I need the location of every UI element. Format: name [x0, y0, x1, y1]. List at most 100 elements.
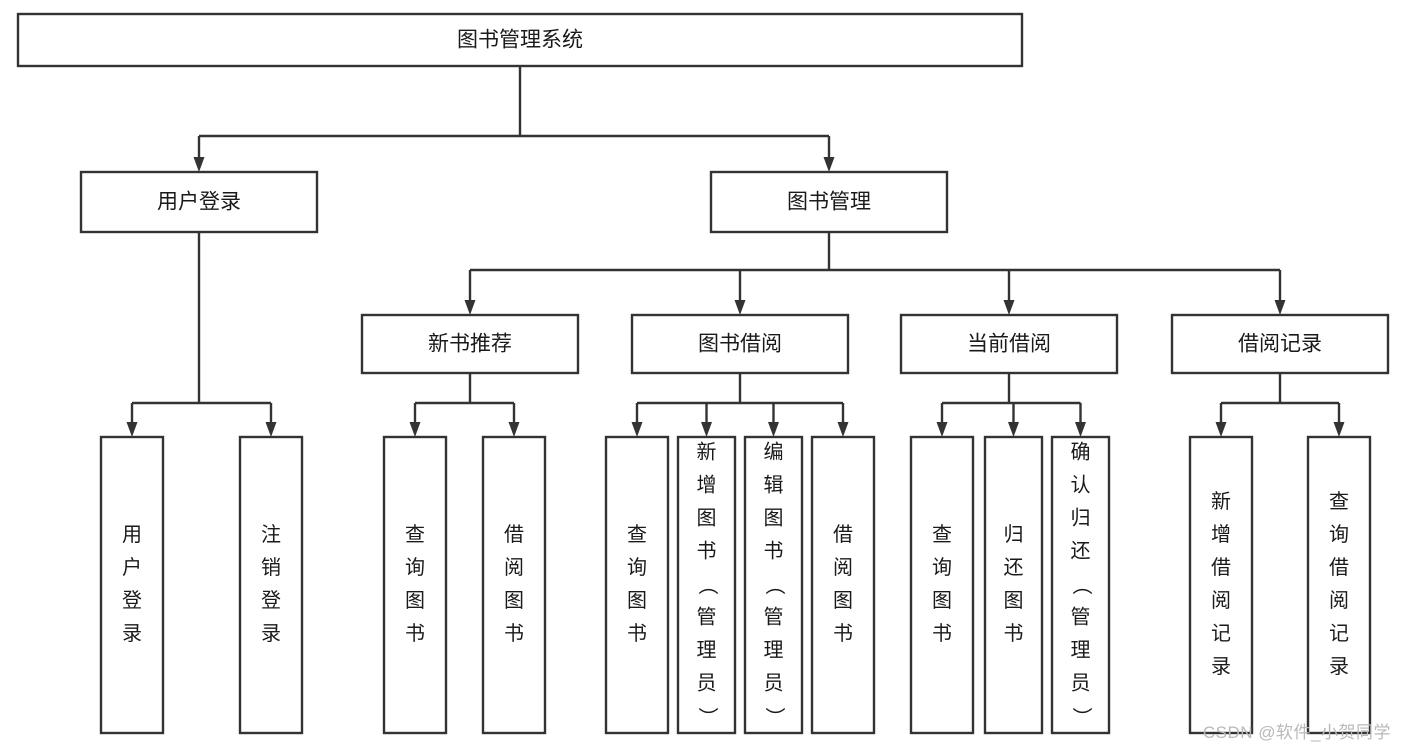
edge-group-new-book-rec: [409, 373, 520, 437]
edge-arrow-book-borrow: [734, 300, 746, 315]
node-label-leaf-query-book-2-char-0: 查: [627, 523, 647, 546]
node-new-book-rec[interactable]: 新书推荐: [360, 313, 580, 375]
edge-arrow-leaf-borrow-book-2: [837, 422, 849, 437]
node-current-borrow[interactable]: 当前借阅: [899, 313, 1119, 375]
node-label-leaf-logout-char-1: 销: [261, 556, 281, 579]
node-label-leaf-query-book-1-char-3: 书: [405, 622, 425, 645]
node-layer: 图书管理系统用户登录图书管理新书推荐图书借阅当前借阅借阅记录用户登录注销登录查询…: [16, 12, 1390, 735]
node-box-leaf-query-book-3[interactable]: [909, 435, 975, 735]
node-label-leaf-edit-book-admin-char-1: 辑: [764, 473, 784, 496]
node-label-leaf-borrow-book-1-char-2: 图: [504, 590, 524, 612]
node-label-leaf-query-record-char-3: 阅: [1329, 589, 1349, 612]
node-root[interactable]: 图书管理系统: [16, 12, 1024, 68]
edge-arrow-leaf-query-book-3: [936, 422, 948, 437]
node-label-leaf-confirm-return-admin-char-5: 管: [1071, 605, 1091, 628]
node-label-leaf-add-record-char-3: 阅: [1211, 589, 1231, 612]
node-label-user-login: 用户登录: [157, 191, 241, 214]
node-label-leaf-borrow-book-2-char-1: 阅: [833, 556, 853, 579]
node-label-leaf-borrow-book-1-char-0: 借: [504, 523, 524, 546]
node-label-leaf-add-book-admin-char-0: 新: [697, 440, 717, 463]
edge-group-book-manage: [464, 232, 1286, 315]
node-box-leaf-add-record[interactable]: [1188, 435, 1254, 735]
node-label-leaf-user-login-char-2: 登: [122, 589, 142, 612]
node-box-leaf-logout[interactable]: [238, 435, 304, 735]
node-box-borrow-record[interactable]: [1170, 313, 1390, 375]
node-label-leaf-logout-char-0: 注: [261, 523, 281, 546]
node-box-leaf-query-book-1[interactable]: [382, 435, 448, 735]
node-label-leaf-query-book-3-char-0: 查: [932, 523, 952, 546]
node-label-leaf-confirm-return-admin-char-3: 还: [1071, 539, 1091, 562]
node-box-book-borrow[interactable]: [630, 313, 850, 375]
edge-group-book-borrow: [631, 373, 849, 437]
node-label-book-borrow: 图书借阅: [698, 333, 782, 356]
node-label-leaf-borrow-book-2-char-3: 书: [833, 622, 853, 645]
node-box-root[interactable]: [16, 12, 1024, 68]
node-label-leaf-query-book-1-char-2: 图: [405, 590, 425, 612]
node-label-leaf-query-record-char-2: 借: [1329, 556, 1349, 579]
node-box-user-login[interactable]: [79, 170, 319, 234]
node-box-current-borrow[interactable]: [899, 313, 1119, 375]
node-label-leaf-borrow-book-2-char-0: 借: [833, 523, 853, 546]
node-label-leaf-return-book-char-0: 归: [1004, 523, 1024, 546]
node-label-leaf-query-book-2-char-3: 书: [627, 622, 647, 645]
edge-arrow-leaf-add-record: [1215, 422, 1227, 437]
node-book-manage[interactable]: 图书管理: [709, 170, 949, 234]
node-label-leaf-query-book-3-char-1: 询: [932, 556, 952, 579]
node-label-leaf-add-book-admin-char-4: （: [696, 575, 719, 595]
node-leaf-user-login[interactable]: 用户登录: [99, 435, 165, 735]
node-label-root: 图书管理系统: [457, 29, 583, 52]
node-box-leaf-borrow-book-2[interactable]: [810, 435, 876, 735]
node-label-leaf-add-record-char-0: 新: [1211, 490, 1231, 513]
node-box-leaf-add-book-admin[interactable]: [676, 435, 737, 735]
node-box-leaf-edit-book-admin[interactable]: [743, 435, 804, 735]
node-box-leaf-user-login[interactable]: [99, 435, 165, 735]
node-label-leaf-add-book-admin-char-7: 员: [697, 672, 717, 694]
edge-arrow-leaf-query-book-2: [631, 422, 643, 437]
edge-arrow-borrow-record: [1274, 300, 1286, 315]
node-label-leaf-confirm-return-admin-char-1: 认: [1071, 473, 1091, 496]
node-label-leaf-query-book-3-char-3: 书: [932, 622, 952, 645]
edge-group-root: [193, 66, 835, 172]
node-box-new-book-rec[interactable]: [360, 313, 580, 375]
node-label-leaf-user-login-char-3: 录: [122, 623, 142, 645]
node-box-leaf-query-book-2[interactable]: [604, 435, 670, 735]
node-box-leaf-return-book[interactable]: [983, 435, 1044, 735]
node-label-leaf-confirm-return-admin-char-7: 员: [1071, 672, 1091, 694]
node-box-book-manage[interactable]: [709, 170, 949, 234]
node-borrow-record[interactable]: 借阅记录: [1170, 313, 1390, 375]
node-label-leaf-edit-book-admin-char-3: 书: [764, 539, 784, 562]
node-label-leaf-add-book-admin-char-6: 理: [697, 639, 717, 661]
node-label-leaf-confirm-return-admin-char-0: 确: [1071, 440, 1091, 463]
node-book-borrow[interactable]: 图书借阅: [630, 313, 850, 375]
node-user-login[interactable]: 用户登录: [79, 170, 319, 234]
node-label-leaf-edit-book-admin-char-7: 员: [764, 672, 784, 694]
edge-group-user-login: [126, 232, 277, 437]
node-label-leaf-query-book-2-char-1: 询: [627, 556, 647, 579]
node-box-leaf-query-record[interactable]: [1306, 435, 1372, 735]
node-label-leaf-confirm-return-admin-char-4: （: [1070, 575, 1093, 595]
node-label-leaf-query-record-char-4: 记: [1329, 622, 1349, 645]
node-label-leaf-edit-book-admin-char-5: 管: [764, 605, 784, 628]
edge-arrow-leaf-query-book-1: [409, 422, 421, 437]
node-box-leaf-confirm-return-admin[interactable]: [1050, 435, 1111, 735]
node-label-new-book-rec: 新书推荐: [428, 333, 512, 356]
node-label-leaf-edit-book-admin-char-6: 理: [764, 639, 784, 661]
node-box-leaf-borrow-book-1[interactable]: [481, 435, 547, 735]
node-label-leaf-borrow-book-2-char-2: 图: [833, 590, 853, 612]
node-label-leaf-borrow-book-1-char-1: 阅: [504, 556, 524, 579]
edge-group-borrow-record: [1215, 373, 1345, 437]
edge-arrow-leaf-query-record: [1333, 422, 1345, 437]
